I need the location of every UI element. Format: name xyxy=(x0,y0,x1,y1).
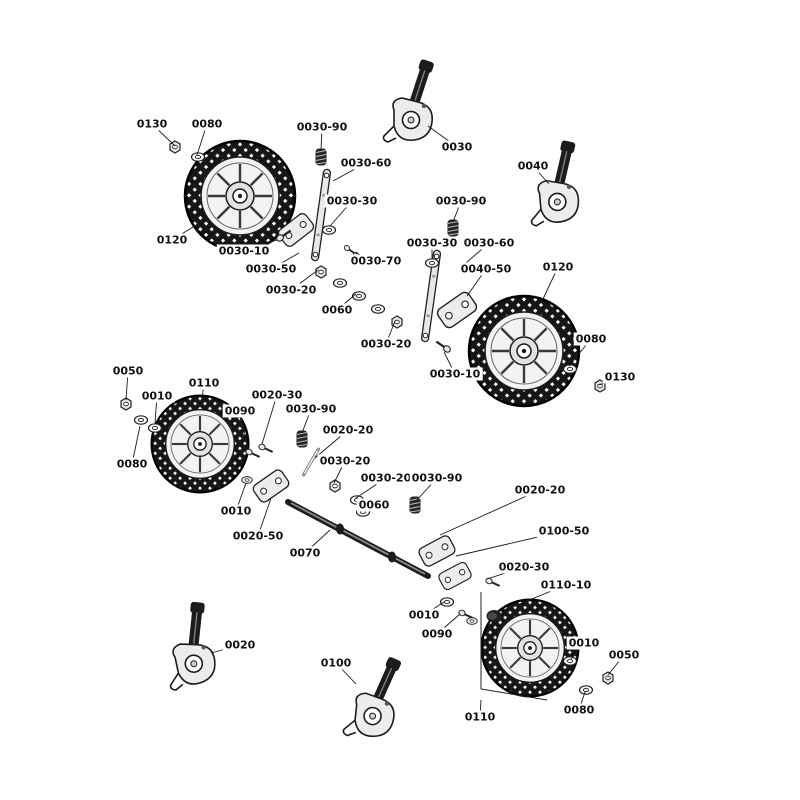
part-callout-0070: 0070 xyxy=(287,546,323,560)
part-callout-0030-90: 0030-90 xyxy=(409,471,465,485)
part-hub-cap xyxy=(486,610,502,622)
part-callout-0080: 0080 xyxy=(189,117,225,131)
part-washer xyxy=(562,656,578,666)
part-callout-0030-30: 0030-30 xyxy=(324,194,380,208)
part-callout-0030-60: 0030-60 xyxy=(461,236,517,250)
part-callout-0050: 0050 xyxy=(606,648,642,662)
part-callout-0120: 0120 xyxy=(154,233,190,247)
part-callout-0020-20: 0020-20 xyxy=(512,483,568,497)
part-callout-0020-50: 0020-50 xyxy=(230,529,286,543)
part-callout-0110-10: 0110-10 xyxy=(538,578,594,592)
part-callout-0030-90: 0030-90 xyxy=(294,120,350,134)
part-callout-0040-50: 0040-50 xyxy=(458,262,514,276)
part-bolt xyxy=(433,337,453,355)
part-nut xyxy=(391,315,403,329)
part-callout-0020-30: 0020-30 xyxy=(249,388,305,402)
part-bolt xyxy=(256,442,275,456)
part-callout-0030-50: 0030-50 xyxy=(243,262,299,276)
bracket-plate-0100-50 xyxy=(416,533,458,569)
part-callout-0030-70: 0030-70 xyxy=(348,254,404,268)
part-callout-0130: 0130 xyxy=(134,117,170,131)
part-callout-0010: 0010 xyxy=(139,389,175,403)
part-nut xyxy=(602,671,614,685)
part-spring xyxy=(408,495,422,515)
part-callout-0020-20: 0020-20 xyxy=(320,423,376,437)
bracket-plate-0040-50 xyxy=(434,289,480,331)
leader-line-0020-30 xyxy=(261,394,278,445)
part-washer xyxy=(466,617,478,625)
part-callout-0010: 0010 xyxy=(218,504,254,518)
part-callout-0030-20: 0030-20 xyxy=(358,337,414,351)
part-callout-0020: 0020 xyxy=(222,638,258,652)
part-callout-0030-10: 0030-10 xyxy=(427,367,483,381)
part-callout-0120: 0120 xyxy=(540,260,576,274)
part-spring xyxy=(295,429,309,449)
part-callout-0060: 0060 xyxy=(319,303,355,317)
part-callout-0100-50: 0100-50 xyxy=(536,524,592,538)
leader-line-0020-20 xyxy=(439,489,541,536)
part-callout-0050: 0050 xyxy=(110,364,146,378)
part-callout-0020-30: 0020-30 xyxy=(496,560,552,574)
part-washer xyxy=(351,291,367,301)
part-callout-0090: 0090 xyxy=(222,404,258,418)
part-washer xyxy=(578,685,594,695)
part-washer xyxy=(439,597,455,607)
part-washer xyxy=(241,476,253,484)
part-callout-0030-20: 0030-20 xyxy=(263,283,319,297)
axle-shaft-0070 xyxy=(285,499,431,579)
part-washer xyxy=(321,225,337,235)
part-callout-0030-30: 0030-30 xyxy=(404,236,460,250)
part-callout-0030-10: 0030-10 xyxy=(216,244,272,258)
wheel-0120-right xyxy=(467,294,581,408)
part-nut xyxy=(315,265,327,279)
part-washer xyxy=(424,258,440,268)
part-callout-0030: 0030 xyxy=(439,140,475,154)
part-callout-0010: 0010 xyxy=(566,636,602,650)
part-callout-0030-90: 0030-90 xyxy=(433,194,489,208)
part-callout-0030-60: 0030-60 xyxy=(338,156,394,170)
bracket-assembly-0030 xyxy=(382,57,436,143)
part-callout-0080: 0080 xyxy=(573,332,609,346)
part-callout-0030-20: 0030-20 xyxy=(358,471,414,485)
part-callout-0090: 0090 xyxy=(419,627,455,641)
part-washer xyxy=(133,415,149,425)
link-bar-0030-60-left xyxy=(310,168,332,262)
group-bracket-line-0110 xyxy=(480,592,548,701)
part-spring xyxy=(314,147,328,167)
part-washer xyxy=(147,423,163,433)
part-callout-0100: 0100 xyxy=(318,656,354,670)
part-spring xyxy=(446,218,460,238)
part-washer xyxy=(332,278,348,288)
part-callout-0030-90: 0030-90 xyxy=(283,402,339,416)
part-callout-0060: 0060 xyxy=(356,498,392,512)
part-callout-0080: 0080 xyxy=(114,457,150,471)
part-washer xyxy=(370,304,386,314)
part-washer xyxy=(190,152,206,162)
part-callout-0130: 0130 xyxy=(602,370,638,384)
part-callout-0010: 0010 xyxy=(406,608,442,622)
part-callout-0080: 0080 xyxy=(561,703,597,717)
part-callout-0040: 0040 xyxy=(515,159,551,173)
part-callout-0030-20: 0030-20 xyxy=(317,454,373,468)
bracket-assembly-0020 xyxy=(153,598,223,692)
part-washer xyxy=(562,364,578,374)
bracket-plate-0020-30 xyxy=(436,560,474,592)
part-callout-0110: 0110 xyxy=(462,710,498,724)
part-callout-0110: 0110 xyxy=(186,376,222,390)
bracket-assembly-0040 xyxy=(523,137,584,228)
